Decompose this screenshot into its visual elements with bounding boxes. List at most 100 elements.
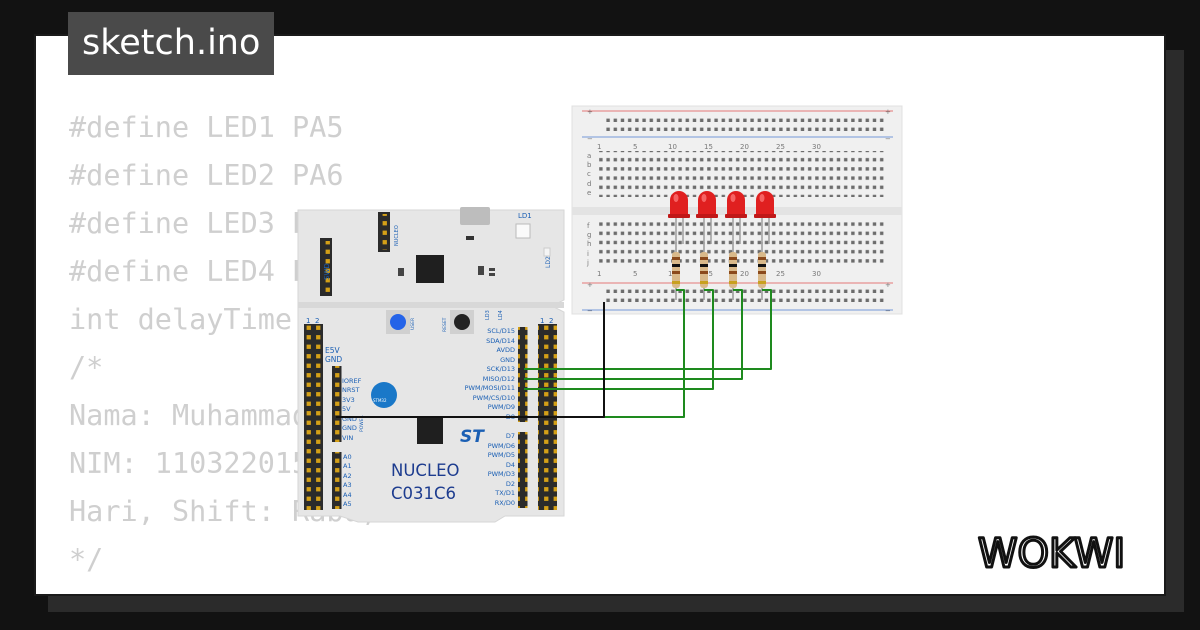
code-line: */ (69, 543, 104, 576)
pin-label: GND (500, 356, 515, 364)
pin-label: SCL/D15 (487, 327, 515, 335)
column-number: 5 (633, 270, 637, 278)
pin-label: PWM/D9 (488, 403, 515, 411)
st-logo: ST (460, 427, 485, 447)
row-letter: b (587, 161, 592, 169)
column-number: 30 (812, 270, 821, 278)
code-line: #define LED1 PA5 (69, 111, 344, 144)
nucleo-small-label: NUCLEO (394, 225, 400, 246)
analog-header (332, 452, 342, 509)
wokwi-logo-text: WOKWI (978, 531, 1125, 577)
header-col-label: 2 (549, 317, 553, 325)
row-letter: i (587, 250, 589, 258)
pin-label: PWM/D5 (488, 451, 515, 459)
rail-plus-label: + (885, 281, 891, 289)
rail-plus-label: + (587, 108, 593, 116)
pin-label: AVDD (497, 346, 516, 354)
sketch-file-tab[interactable]: sketch.ino (68, 12, 275, 75)
pin-label: PWM/D3 (488, 470, 515, 478)
leds (668, 191, 776, 244)
power-rail-bottom (604, 288, 884, 306)
ld2-label: LD2 (545, 256, 552, 268)
wire-d13[interactable] (524, 289, 772, 370)
stm32-badge (371, 382, 397, 408)
header-col-label: 1 (540, 317, 544, 325)
column-number: 5 (633, 143, 637, 151)
led-2[interactable] (696, 191, 718, 244)
resistors (672, 242, 766, 300)
ld3-label: LD3 (485, 310, 491, 320)
power-header (332, 366, 342, 442)
mcu-chip (417, 418, 443, 444)
column-number: 25 (776, 270, 785, 278)
pin-label: TX/D1 (494, 489, 515, 497)
row-letter: c (587, 170, 591, 178)
power-rail-top (604, 115, 884, 133)
header-col-label: 2 (315, 317, 319, 325)
row-letter: g (587, 231, 591, 239)
swd-label: SWD (323, 263, 331, 280)
usb-connector (460, 207, 490, 225)
wokwi-logo: WOKWI (977, 530, 1127, 579)
led-1[interactable] (668, 191, 690, 244)
pin-label: A0 (343, 453, 352, 461)
board-pcb (297, 209, 565, 523)
row-letter: d (587, 180, 591, 188)
user-button[interactable] (390, 314, 406, 330)
pin-label: PWM/CS/D10 (473, 394, 515, 402)
pin-label: D2 (506, 480, 515, 488)
st-link-chip (416, 255, 444, 283)
wire-d11[interactable] (524, 289, 714, 390)
column-number: 1 (597, 143, 601, 151)
resistor[interactable] (700, 242, 708, 300)
pin-label: IOREF (342, 377, 362, 385)
header-col-label: 1 (306, 317, 310, 325)
pin-label: VIN (342, 434, 353, 442)
reset-label: RESET (442, 317, 448, 332)
digital-header-high (518, 327, 528, 422)
row-letter: a (587, 152, 591, 160)
column-number: 20 (740, 270, 749, 278)
board-model-line1: NUCLEO (391, 461, 460, 480)
rail-minus-label: − (587, 135, 593, 143)
column-number: 25 (776, 143, 785, 151)
pin-label: 5V (342, 405, 351, 413)
rail-minus-label: − (885, 135, 891, 143)
code-line: #define LED2 PA6 (69, 159, 344, 192)
resistor[interactable] (758, 242, 766, 300)
terminal-strip-top (597, 151, 885, 197)
wires (336, 289, 772, 418)
morpho-header-left (304, 324, 323, 510)
reset-button[interactable] (454, 314, 470, 330)
pin-label: SDA/D14 (486, 337, 515, 345)
pin-label: GND (342, 424, 357, 432)
rail-plus-label: + (885, 108, 891, 116)
nucleo-board[interactable]: SWD LD1 LD2 NUCLEO USER RESET LD3 LD4 1 … (297, 207, 565, 523)
pin-label: GND (342, 415, 357, 423)
rail-minus-label: − (587, 307, 593, 315)
pin-label: A3 (343, 481, 352, 489)
column-number: 10 (668, 143, 677, 151)
led-4[interactable] (754, 191, 776, 244)
pin-label: A1 (343, 462, 352, 470)
user-label: USER (410, 318, 416, 330)
pin-label: PWM/MOSI/D11 (465, 384, 515, 392)
power-group-label: POWER (359, 415, 365, 432)
wire-gnd[interactable] (336, 302, 605, 418)
pin-label: A4 (343, 491, 352, 499)
ld1-label: LD1 (518, 212, 532, 220)
pin-label: A5 (343, 500, 352, 508)
pin-label: 3V3 (342, 396, 355, 404)
pin-label: SCK/D13 (487, 365, 515, 373)
digital-header-low (518, 432, 528, 508)
column-number: 1 (597, 270, 601, 278)
resistor[interactable] (729, 242, 737, 300)
e5v-label: E5V (325, 346, 341, 355)
pin-label: PWM/D6 (488, 442, 515, 450)
stm32-badge-label: STM32 (373, 398, 387, 403)
board-model-line2: C031C6 (391, 484, 456, 503)
row-letter: f (587, 222, 590, 230)
led-3[interactable] (725, 191, 747, 244)
wire-d12[interactable] (524, 289, 743, 380)
